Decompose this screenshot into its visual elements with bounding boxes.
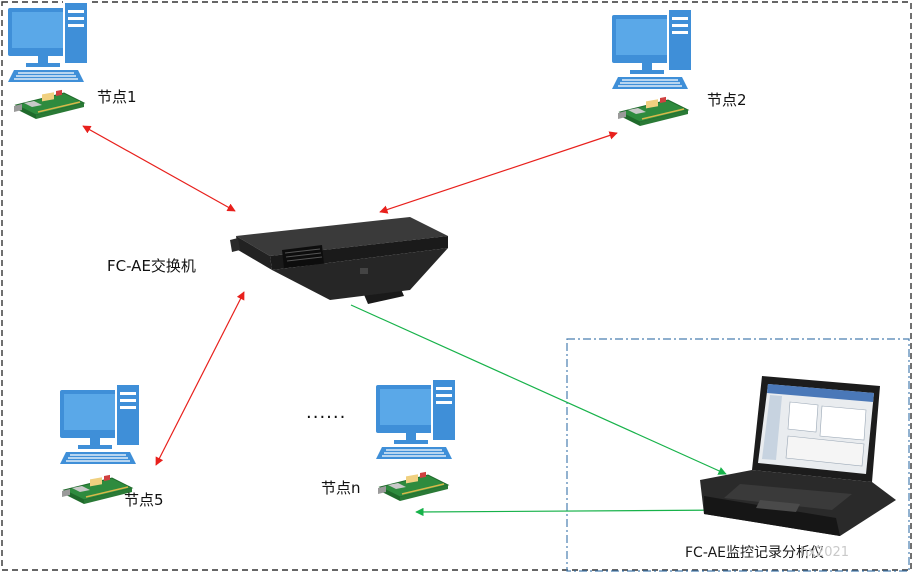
link-node5-switch (155, 291, 245, 466)
link-switch-analyzer (350, 304, 727, 475)
node5-card-icon (61, 474, 133, 505)
link-node1-switch (82, 125, 236, 212)
noden-pc-icon (375, 378, 457, 460)
laptop-icon (700, 376, 896, 536)
watermark-text: hx2021 (800, 545, 850, 560)
node1-label: 节点1 (97, 88, 137, 106)
link-node2-switch (379, 131, 618, 214)
node5-pc-icon (59, 383, 141, 465)
node1-pc-icon (7, 1, 89, 83)
ellipsis-label: ...... (306, 402, 347, 423)
noden-label: 节点n (321, 479, 361, 497)
switch-icon (230, 217, 448, 304)
noden-card-icon (377, 471, 449, 502)
analyzer-region-border (566, 338, 910, 572)
switch-label: FC-AE交换机 (107, 257, 196, 275)
node5-label: 节点5 (124, 491, 164, 509)
link-noden-analyzer (415, 505, 736, 517)
node2-label: 节点2 (707, 91, 747, 109)
node2-card-icon (617, 96, 689, 127)
node1-card-icon (13, 89, 85, 120)
node2-pc-icon (611, 8, 693, 90)
analyzer-label: FC-AE监控记录分析仪 (685, 545, 824, 561)
